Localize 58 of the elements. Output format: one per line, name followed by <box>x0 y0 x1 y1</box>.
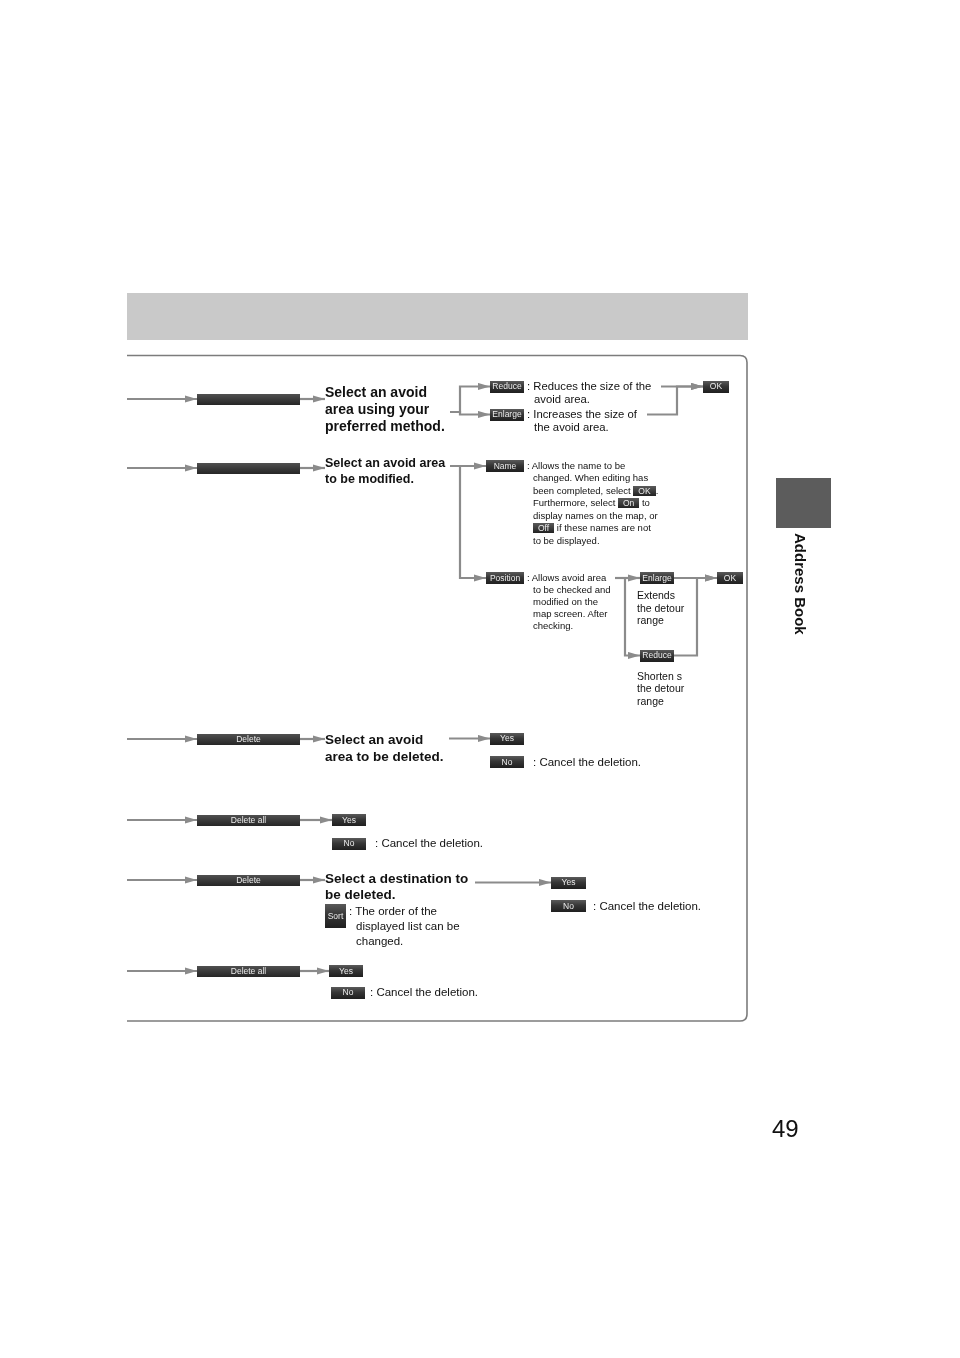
arrow <box>300 967 329 975</box>
section-label: Address Book <box>791 533 808 635</box>
screen-button: Delete <box>197 733 300 745</box>
arrow <box>450 464 486 582</box>
arrow <box>300 735 325 743</box>
arrow <box>475 878 551 887</box>
description-text: : The order of the displayed list can be changed. <box>349 903 461 949</box>
description-text: : Reduces the size of the avoid area. <box>527 380 653 406</box>
instruction-text: Select an avoid area to be modified. <box>325 455 450 487</box>
screen-button: Sort <box>325 904 346 928</box>
screen-button <box>197 462 300 474</box>
arrow <box>450 410 490 419</box>
screen-button: Enlarge <box>640 572 674 584</box>
description-text: : Cancel the deletion. <box>593 899 703 913</box>
description-text: : Increases the size of the avoid area. <box>527 408 638 434</box>
screen-button: Yes <box>332 814 366 826</box>
screen-button <box>197 393 300 405</box>
screen-button: Delete all <box>197 814 300 826</box>
description-text: : Cancel the deletion. <box>533 755 643 769</box>
instruction-text: Select a destination to be deleted. <box>325 871 475 903</box>
description-text: : Allows avoid area to be checked and modified on the map screen. After checking. <box>527 571 612 632</box>
arrow <box>647 382 703 416</box>
arrow <box>615 576 640 660</box>
arrow <box>300 876 325 884</box>
arrow <box>127 876 197 884</box>
screen-button: No <box>490 756 524 768</box>
description-text: Extends the detour range <box>637 589 685 627</box>
screen-button: Delete <box>197 874 300 886</box>
instruction-text: Select an avoid area using your preferred method. <box>325 384 450 435</box>
arrow <box>449 734 490 743</box>
arrow <box>127 816 197 824</box>
page-number: 49 <box>772 1116 799 1143</box>
description-text: : Cancel the deletion. <box>370 986 480 999</box>
screen-button: Enlarge <box>490 408 524 421</box>
screen-button: Yes <box>551 876 586 889</box>
arrow <box>127 735 197 743</box>
screen-button: No <box>331 986 365 999</box>
instruction-text: Select an avoid area to be deleted. <box>325 731 449 765</box>
arrow <box>300 395 325 403</box>
screen-button: OK <box>703 380 729 393</box>
arrow <box>127 967 197 975</box>
screen-button: Yes <box>329 965 363 977</box>
arrow <box>300 464 325 472</box>
description-text: : Cancel the deletion. <box>375 837 485 850</box>
screen-button: Name <box>486 460 524 472</box>
screen-button: No <box>551 900 586 912</box>
screen-button: Delete all <box>197 965 300 977</box>
description-text: : Allows the name to be changed. When editing has been completed, select OK. Furthermore, select On to display names on the map, or Off if these names are not to be displayed. <box>527 459 659 547</box>
screen-button: OK <box>717 572 743 584</box>
screen-button: Yes <box>490 732 524 745</box>
description-text: Shorten s the detour range <box>637 669 685 707</box>
arrow <box>300 816 332 824</box>
screen-button: Reduce <box>490 380 524 393</box>
arrow <box>127 464 197 472</box>
screen-button: No <box>332 837 366 850</box>
screen-button: Position <box>486 572 524 584</box>
arrow <box>127 395 197 403</box>
screen-button: Reduce <box>640 649 674 662</box>
